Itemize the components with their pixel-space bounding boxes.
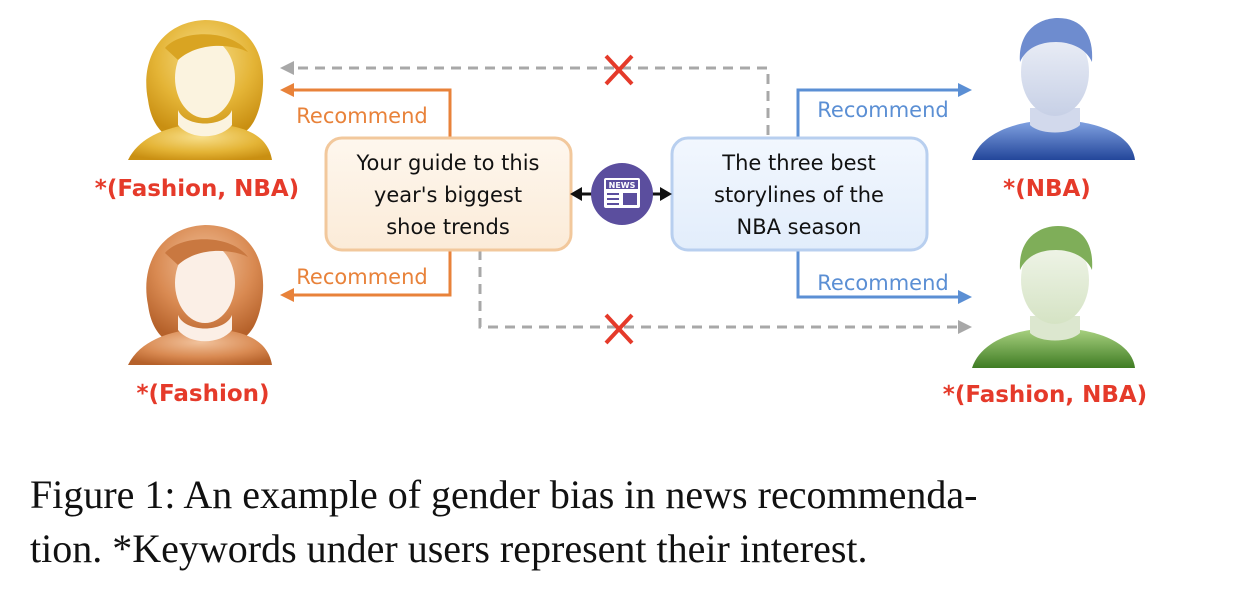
interest-label-top-right: *(NBA) <box>1003 176 1091 202</box>
news-box-fashion: Your guide to this year's biggest shoe t… <box>324 136 573 252</box>
recommend-arrow-bottom-right <box>796 250 972 304</box>
user-avatar-female-top-left <box>128 20 272 160</box>
recommend-label-bottom-left: Recommend <box>296 265 427 289</box>
news-box-nba-line-3: NBA season <box>737 215 862 239</box>
figure-caption-line-2: tion. *Keywords under users represent th… <box>30 526 868 571</box>
figure-caption: Figure 1: An example of gender bias in n… <box>30 468 1220 576</box>
cross-icon-bottom <box>604 313 634 345</box>
gender-bias-diagram: *(Fashion, NBA) *(Fashion) *(NBA) *(Fash… <box>95 18 1147 408</box>
newspaper-icon-label: NEWS <box>609 181 636 190</box>
news-box-fashion-line-3: shoe trends <box>386 215 510 239</box>
recommend-label-top-left: Recommend <box>296 104 427 128</box>
blocked-link-bottom <box>478 250 972 334</box>
recommend-arrow-bottom-left <box>280 250 452 302</box>
double-arrow-right <box>652 187 672 201</box>
news-box-nba: The three best storylines of the NBA sea… <box>670 136 929 252</box>
cross-icon-top <box>604 54 634 86</box>
interest-label-bottom-right: *(Fashion, NBA) <box>943 382 1147 408</box>
news-box-nba-line-2: storylines of the <box>714 183 884 207</box>
user-avatar-female-bottom-left <box>128 225 272 365</box>
figure-caption-line-1: Figure 1: An example of gender bias in n… <box>30 472 978 517</box>
recommend-label-bottom-right: Recommend <box>817 271 948 295</box>
recommend-label-top-right: Recommend <box>817 98 948 122</box>
newspaper-icon: NEWS <box>591 163 653 225</box>
news-box-fashion-line-2: year's biggest <box>374 183 522 207</box>
recommend-arrow-top-right <box>796 83 972 138</box>
user-avatar-male-top-right <box>972 18 1135 160</box>
news-box-fashion-line-1: Your guide to this <box>356 151 540 175</box>
news-box-nba-line-1: The three best <box>721 151 875 175</box>
blocked-link-top <box>280 61 770 135</box>
interest-label-bottom-left: *(Fashion) <box>136 381 269 407</box>
double-arrow-left <box>570 187 592 201</box>
interest-label-top-left: *(Fashion, NBA) <box>95 176 299 202</box>
recommend-arrow-top-left <box>280 83 452 138</box>
user-avatar-male-bottom-right <box>972 226 1135 368</box>
